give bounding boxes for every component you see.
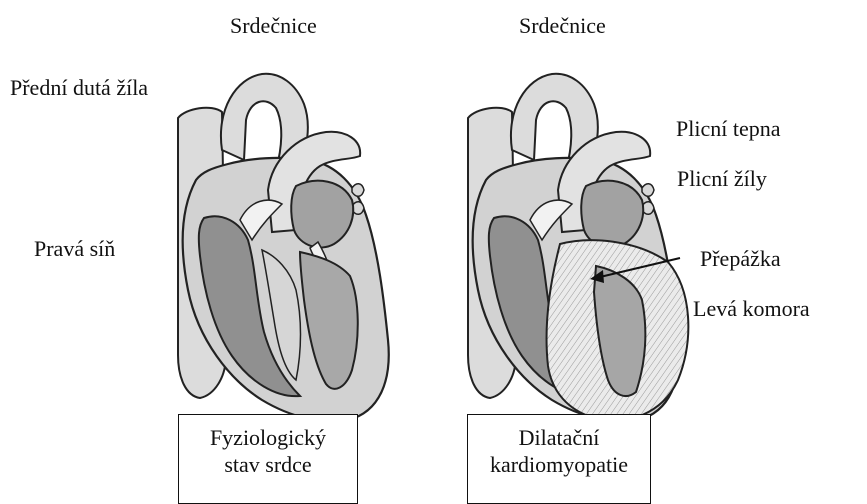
label-pulmonary-artery: Plicní tepna — [676, 116, 780, 142]
normal-heart — [178, 74, 389, 421]
caption-normal-line1: Fyziologický — [179, 424, 357, 451]
caption-box-dilated: Dilatační kardiomyopatie — [467, 414, 651, 504]
label-right-atrium: Pravá síň — [34, 236, 115, 262]
caption-normal-line2: stav srdce — [179, 451, 357, 478]
caption-dilated-line2: kardiomyopatie — [468, 451, 650, 478]
label-septum: Přepážka — [700, 246, 781, 272]
caption-box-normal: Fyziologický stav srdce — [178, 414, 358, 504]
label-aorta-left: Srdečnice — [230, 13, 317, 39]
label-pulmonary-veins: Plicní žíly — [677, 166, 767, 192]
label-superior-vena-cava: Přední dutá žíla — [10, 75, 148, 101]
label-aorta-right: Srdečnice — [519, 13, 606, 39]
label-left-ventricle: Levá komora — [693, 296, 810, 322]
caption-dilated-line1: Dilatační — [468, 424, 650, 451]
dilated-heart — [468, 74, 688, 421]
